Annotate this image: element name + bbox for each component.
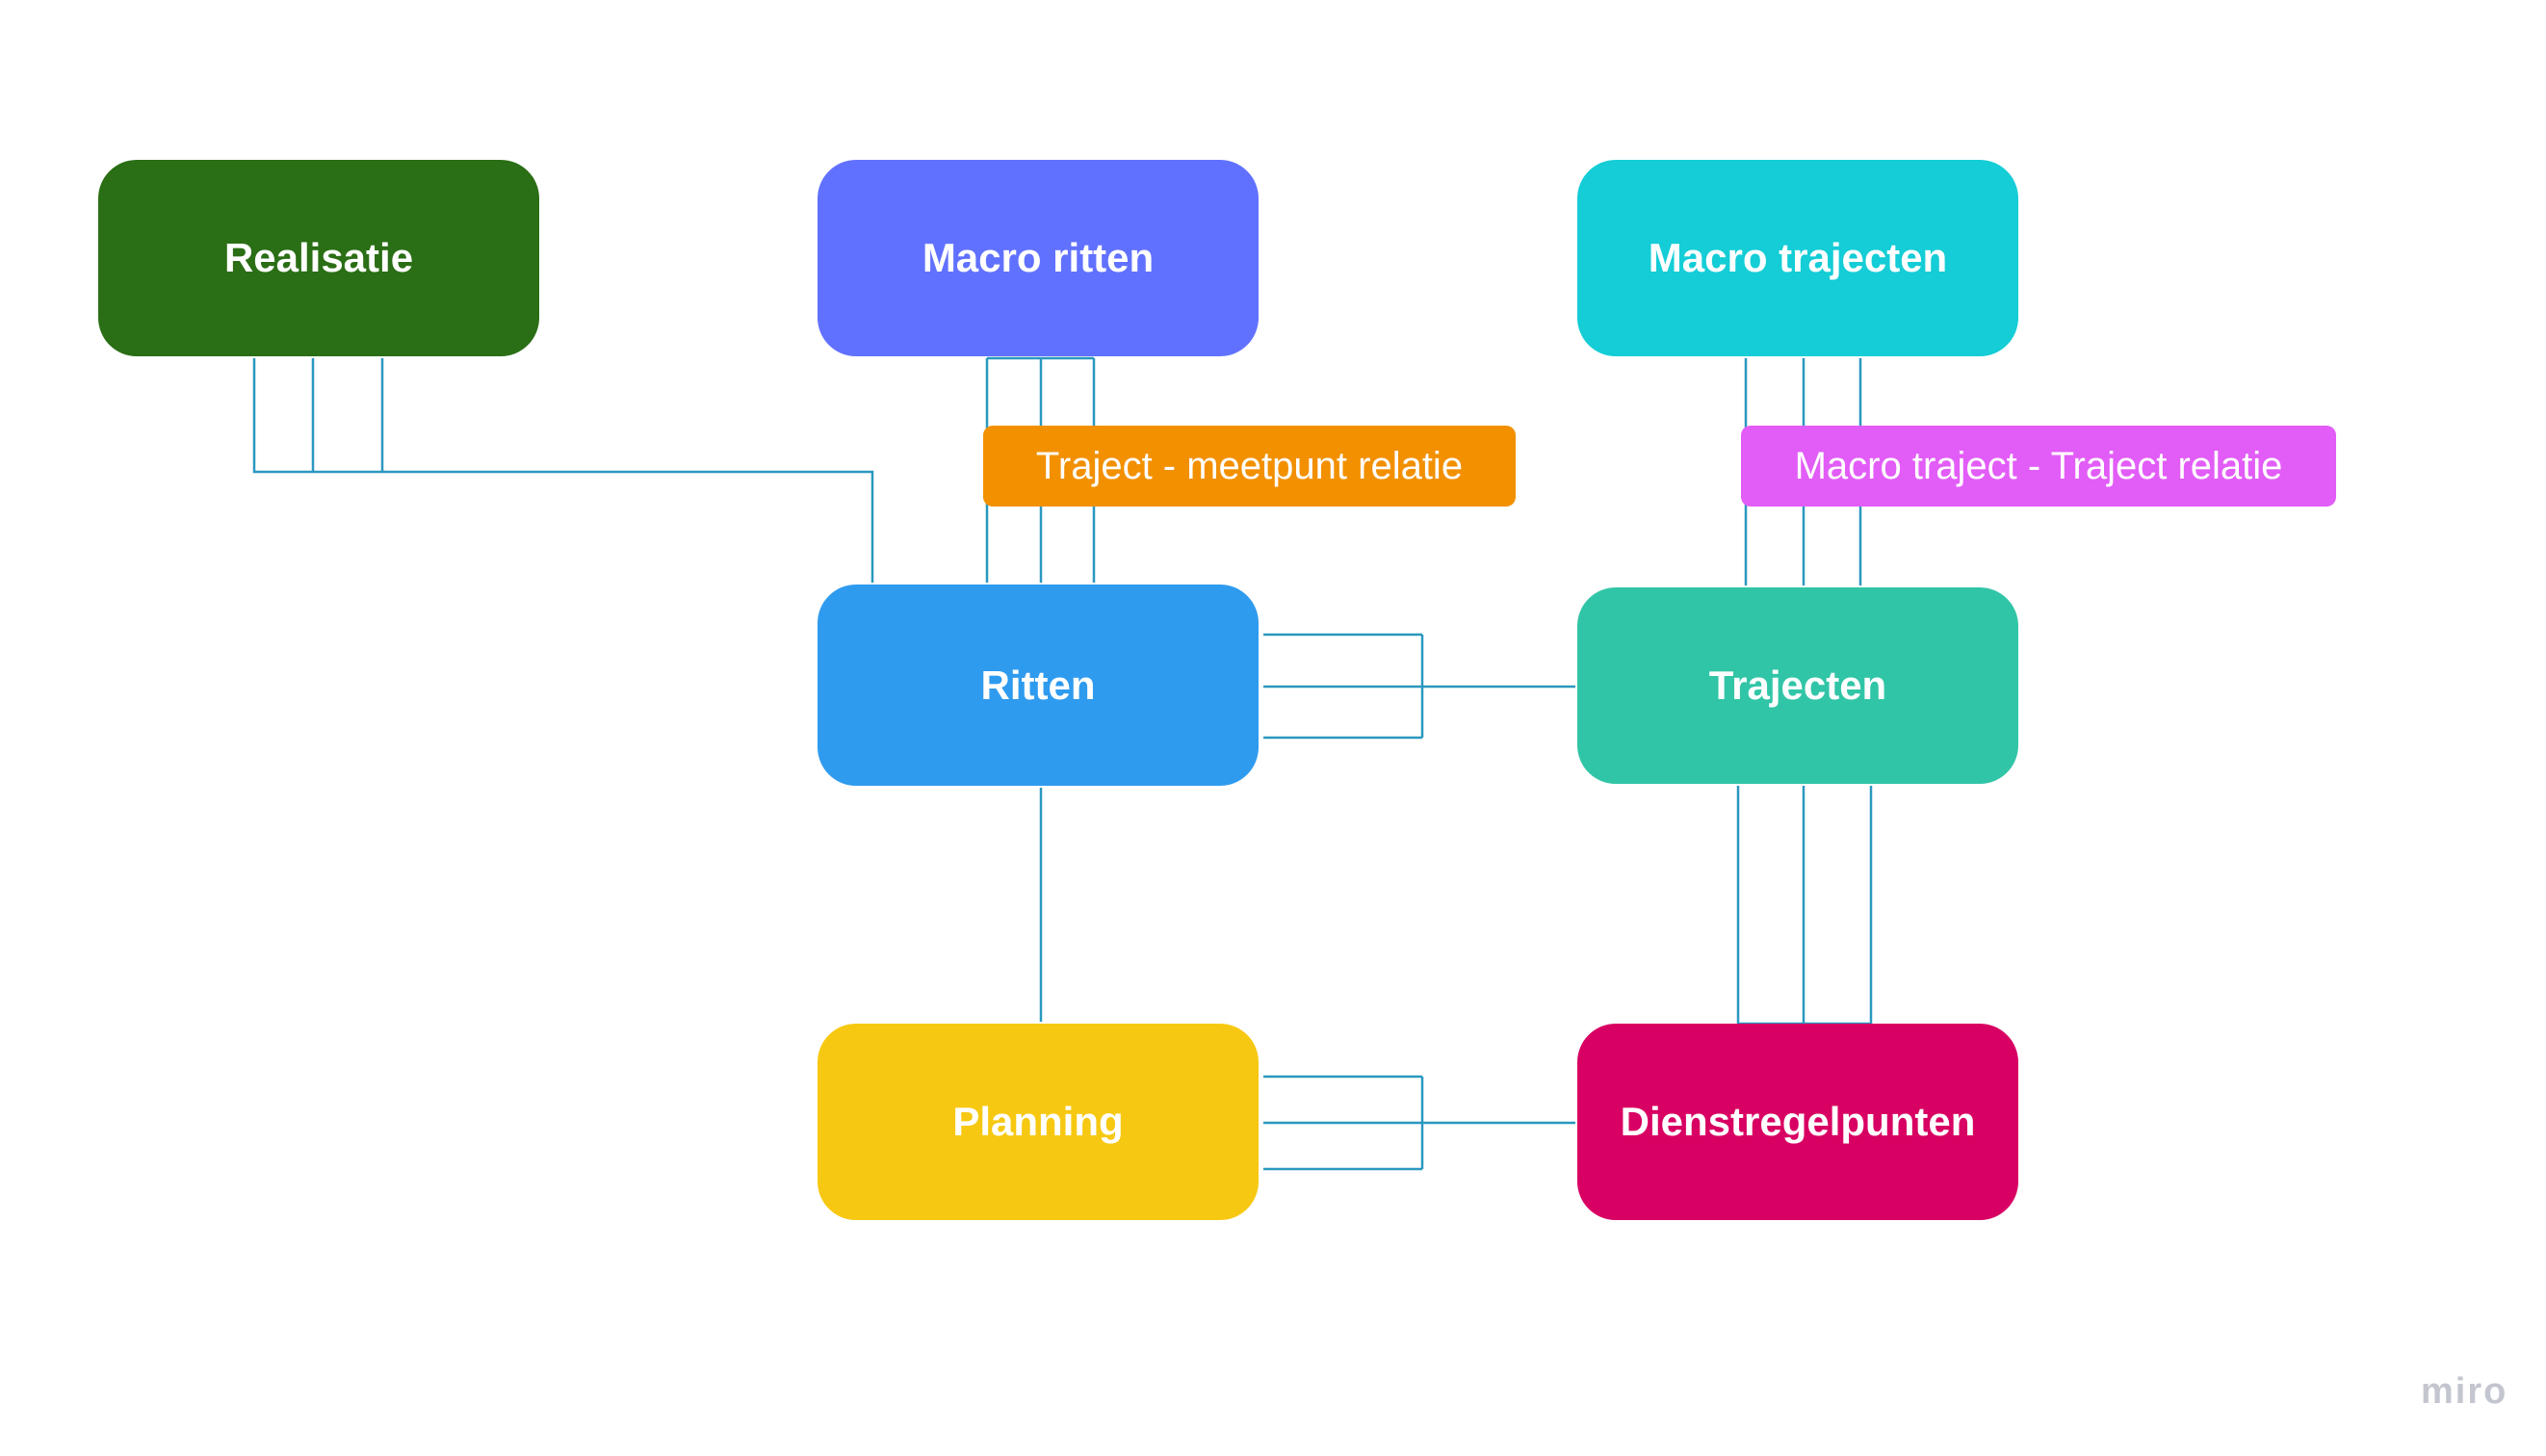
relation-label-traject-meetpunt[interactable]: Traject - meetpunt relatie [983, 426, 1516, 507]
node-macro-ritten[interactable]: Macro ritten [818, 160, 1259, 356]
connector-realisatie-ritten [252, 358, 874, 583]
node-ritten-label: Ritten [980, 662, 1096, 708]
node-macro-ritten-label: Macro ritten [922, 235, 1155, 280]
node-realisatie[interactable]: Realisatie [98, 160, 539, 356]
node-planning[interactable]: Planning [818, 1024, 1259, 1220]
node-ritten[interactable]: Ritten [818, 585, 1259, 786]
node-dienstregelpunten[interactable]: Dienstregelpunten [1577, 1024, 2018, 1220]
relation-label-traject-meetpunt-text: Traject - meetpunt relatie [1035, 444, 1464, 487]
node-macro-trajecten[interactable]: Macro trajecten [1577, 160, 2018, 356]
node-trajecten[interactable]: Trajecten [1577, 587, 2018, 784]
relation-label-macro-traject[interactable]: Macro traject - Traject relatie [1741, 426, 2336, 507]
relation-label-macro-traject-text: Macro traject - Traject relatie [1794, 444, 2283, 487]
node-macro-trajecten-label: Macro trajecten [1648, 235, 1948, 280]
node-trajecten-label: Trajecten [1708, 663, 1887, 708]
node-realisatie-label: Realisatie [223, 235, 414, 280]
node-planning-label: Planning [952, 1099, 1124, 1144]
node-dienstregelpunten-label: Dienstregelpunten [1620, 1099, 1976, 1144]
miro-logo: miro [2421, 1371, 2508, 1412]
